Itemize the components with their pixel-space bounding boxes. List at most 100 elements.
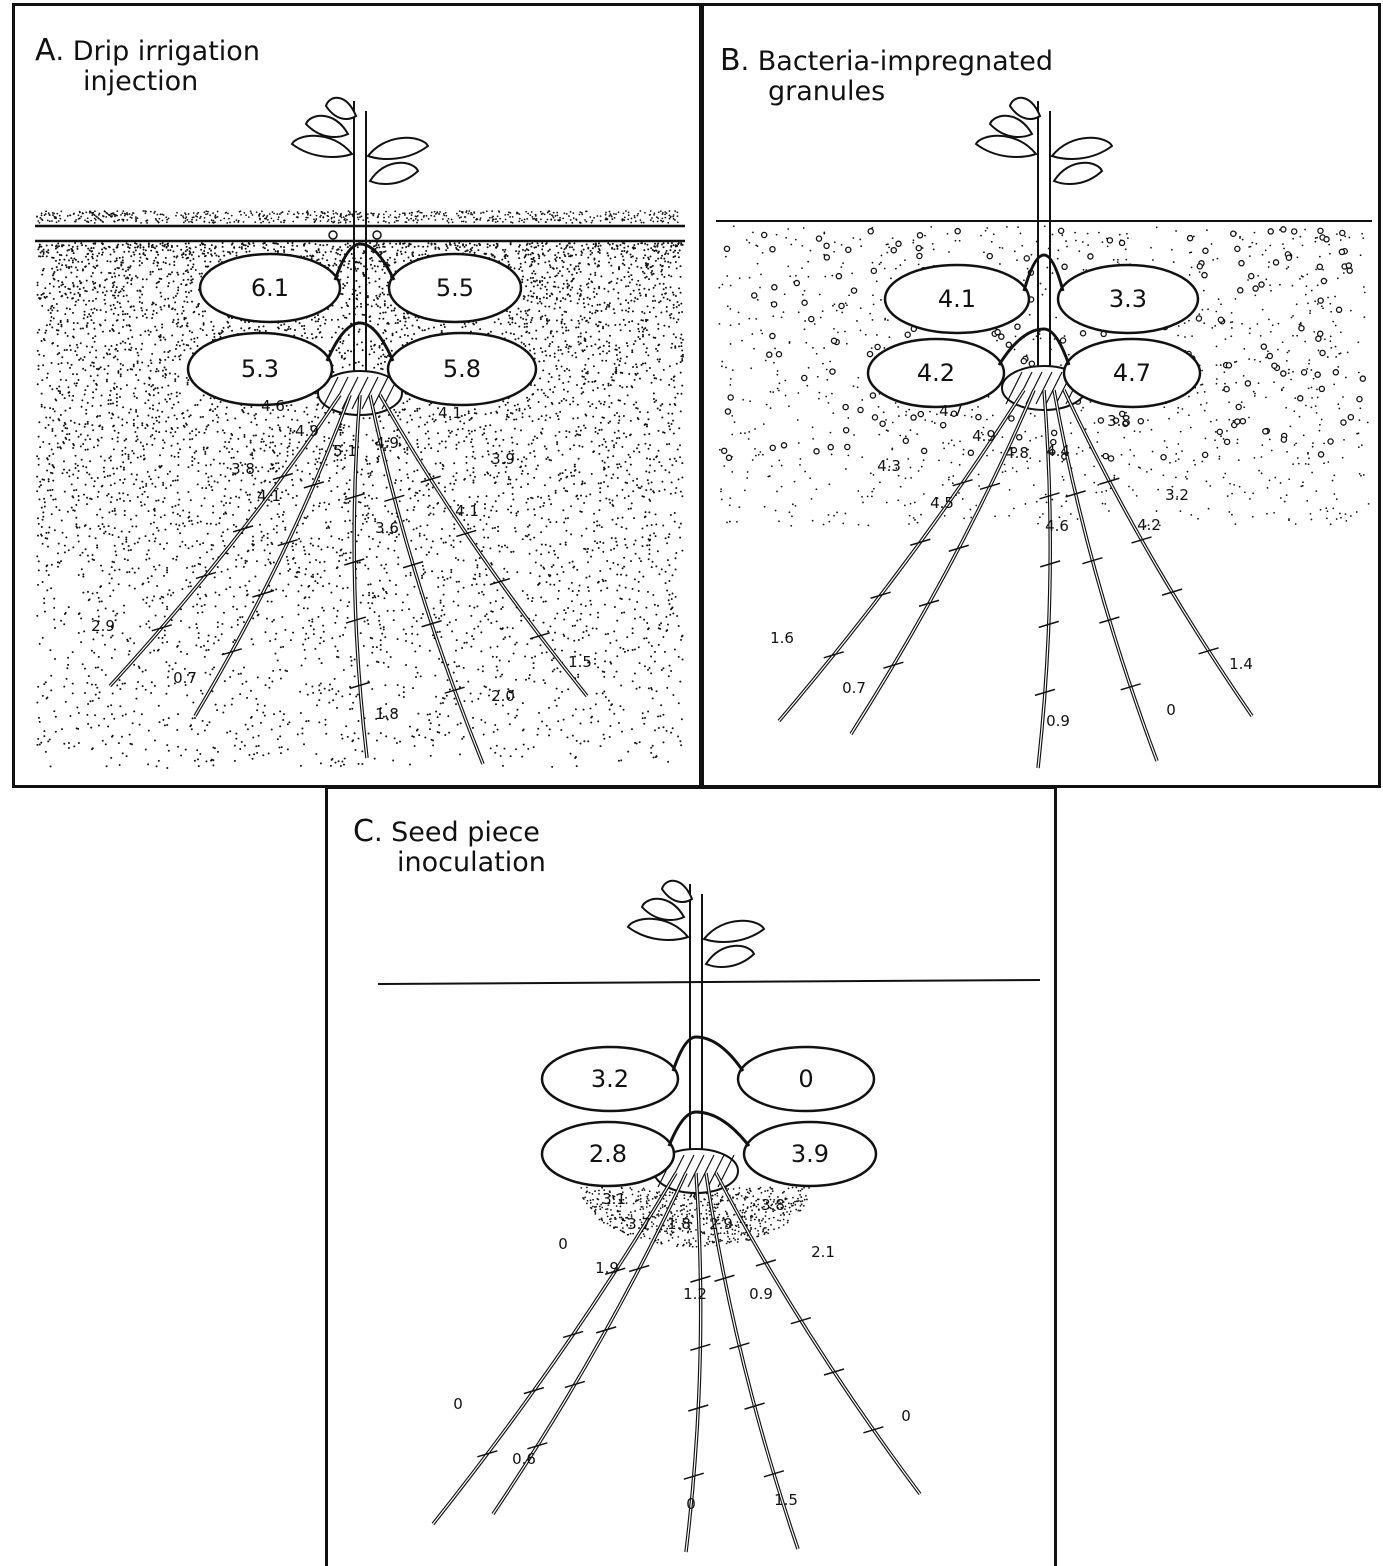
soil-dot [225,212,227,214]
soil-dot [94,714,96,716]
soil-dot [444,490,446,492]
soil-dot [196,749,198,751]
soil-dot [171,428,173,430]
soil-dot [345,552,347,554]
soil-dot [523,298,525,300]
soil-dot [117,295,119,297]
soil-dot [594,343,596,345]
soil-dot [131,450,133,452]
soil-dot [156,282,158,284]
soil-dot [505,254,507,256]
soil-dot [643,272,645,274]
soil-dot [358,219,360,221]
soil-dot [88,473,90,475]
soil-dot [156,765,158,767]
soil-dot [269,640,271,642]
soil-dot [639,338,641,340]
soil-dot [673,333,675,335]
soil-dot [290,404,292,406]
soil-dot [502,606,504,608]
soil-dot [679,444,681,446]
soil-dot [262,221,264,223]
soil-dot [362,523,364,525]
soil-dot [659,624,661,626]
soil-dot [540,318,542,320]
soil-dot [104,294,106,296]
soil-dot [625,299,627,301]
soil-dot [288,210,290,212]
soil-dot [324,570,326,572]
soil-dot [610,384,612,386]
soil-dot [431,570,433,572]
soil-dot [479,219,481,221]
soil-dot [144,491,146,493]
soil-dot [613,444,615,446]
soil-dot [617,358,619,360]
soil-dot [336,615,338,617]
soil-dot [397,415,399,417]
soil-dot [668,215,670,217]
soil-dot [632,627,634,629]
soil-dot [399,500,401,502]
soil-dot [409,764,411,766]
soil-dot [503,748,505,750]
soil-dot [622,255,624,257]
soil-dot [45,751,47,753]
soil-dot [51,428,53,430]
soil-dot [629,456,631,458]
soil-dot [630,293,632,295]
soil-dot [176,325,178,327]
soil-dot [166,219,168,221]
soil-dot [83,299,85,301]
soil-dot [198,637,200,639]
soil-dot [540,431,542,433]
soil-dot [51,564,53,566]
soil-dot [614,256,616,258]
soil-dot [387,307,389,309]
soil-dot [449,621,451,623]
soil-dot [85,211,87,213]
soil-dot [110,309,112,311]
soil-dot [673,307,675,309]
soil-dot [292,549,294,551]
soil-dot [164,630,166,632]
soil-dot [347,532,349,534]
soil-dot [446,220,448,222]
soil-dot [80,641,82,643]
soil-dot [61,472,63,474]
soil-dot [404,324,406,326]
soil-dot [578,471,580,473]
soil-dot [438,248,440,250]
soil-dot [585,577,587,579]
soil-dot [207,481,209,483]
soil-dot [284,435,286,437]
soil-dot [161,213,163,215]
soil-dot [507,713,509,715]
soil-dot [630,420,632,422]
soil-dot [389,257,391,259]
soil-dot [594,427,596,429]
soil-dot [152,533,154,535]
soil-dot [375,295,377,297]
soil-dot [60,379,62,381]
soil-dot [426,554,428,556]
soil-dot [113,213,115,215]
soil-dot [612,272,614,274]
soil-dot [113,272,115,274]
soil-dot [680,393,682,395]
soil-dot [292,221,294,223]
soil-dot [313,628,315,630]
soil-dot [117,301,119,303]
soil-dot [36,216,38,218]
soil-dot [312,255,314,257]
soil-dot [203,446,205,448]
soil-dot [554,254,556,256]
soil-dot [437,716,439,718]
soil-dot [322,217,324,219]
soil-dot [173,280,175,282]
soil-dot [378,620,380,622]
soil-dot [540,218,542,220]
soil-dot [142,278,144,280]
soil-dot [532,393,534,395]
soil-dot [579,288,581,290]
